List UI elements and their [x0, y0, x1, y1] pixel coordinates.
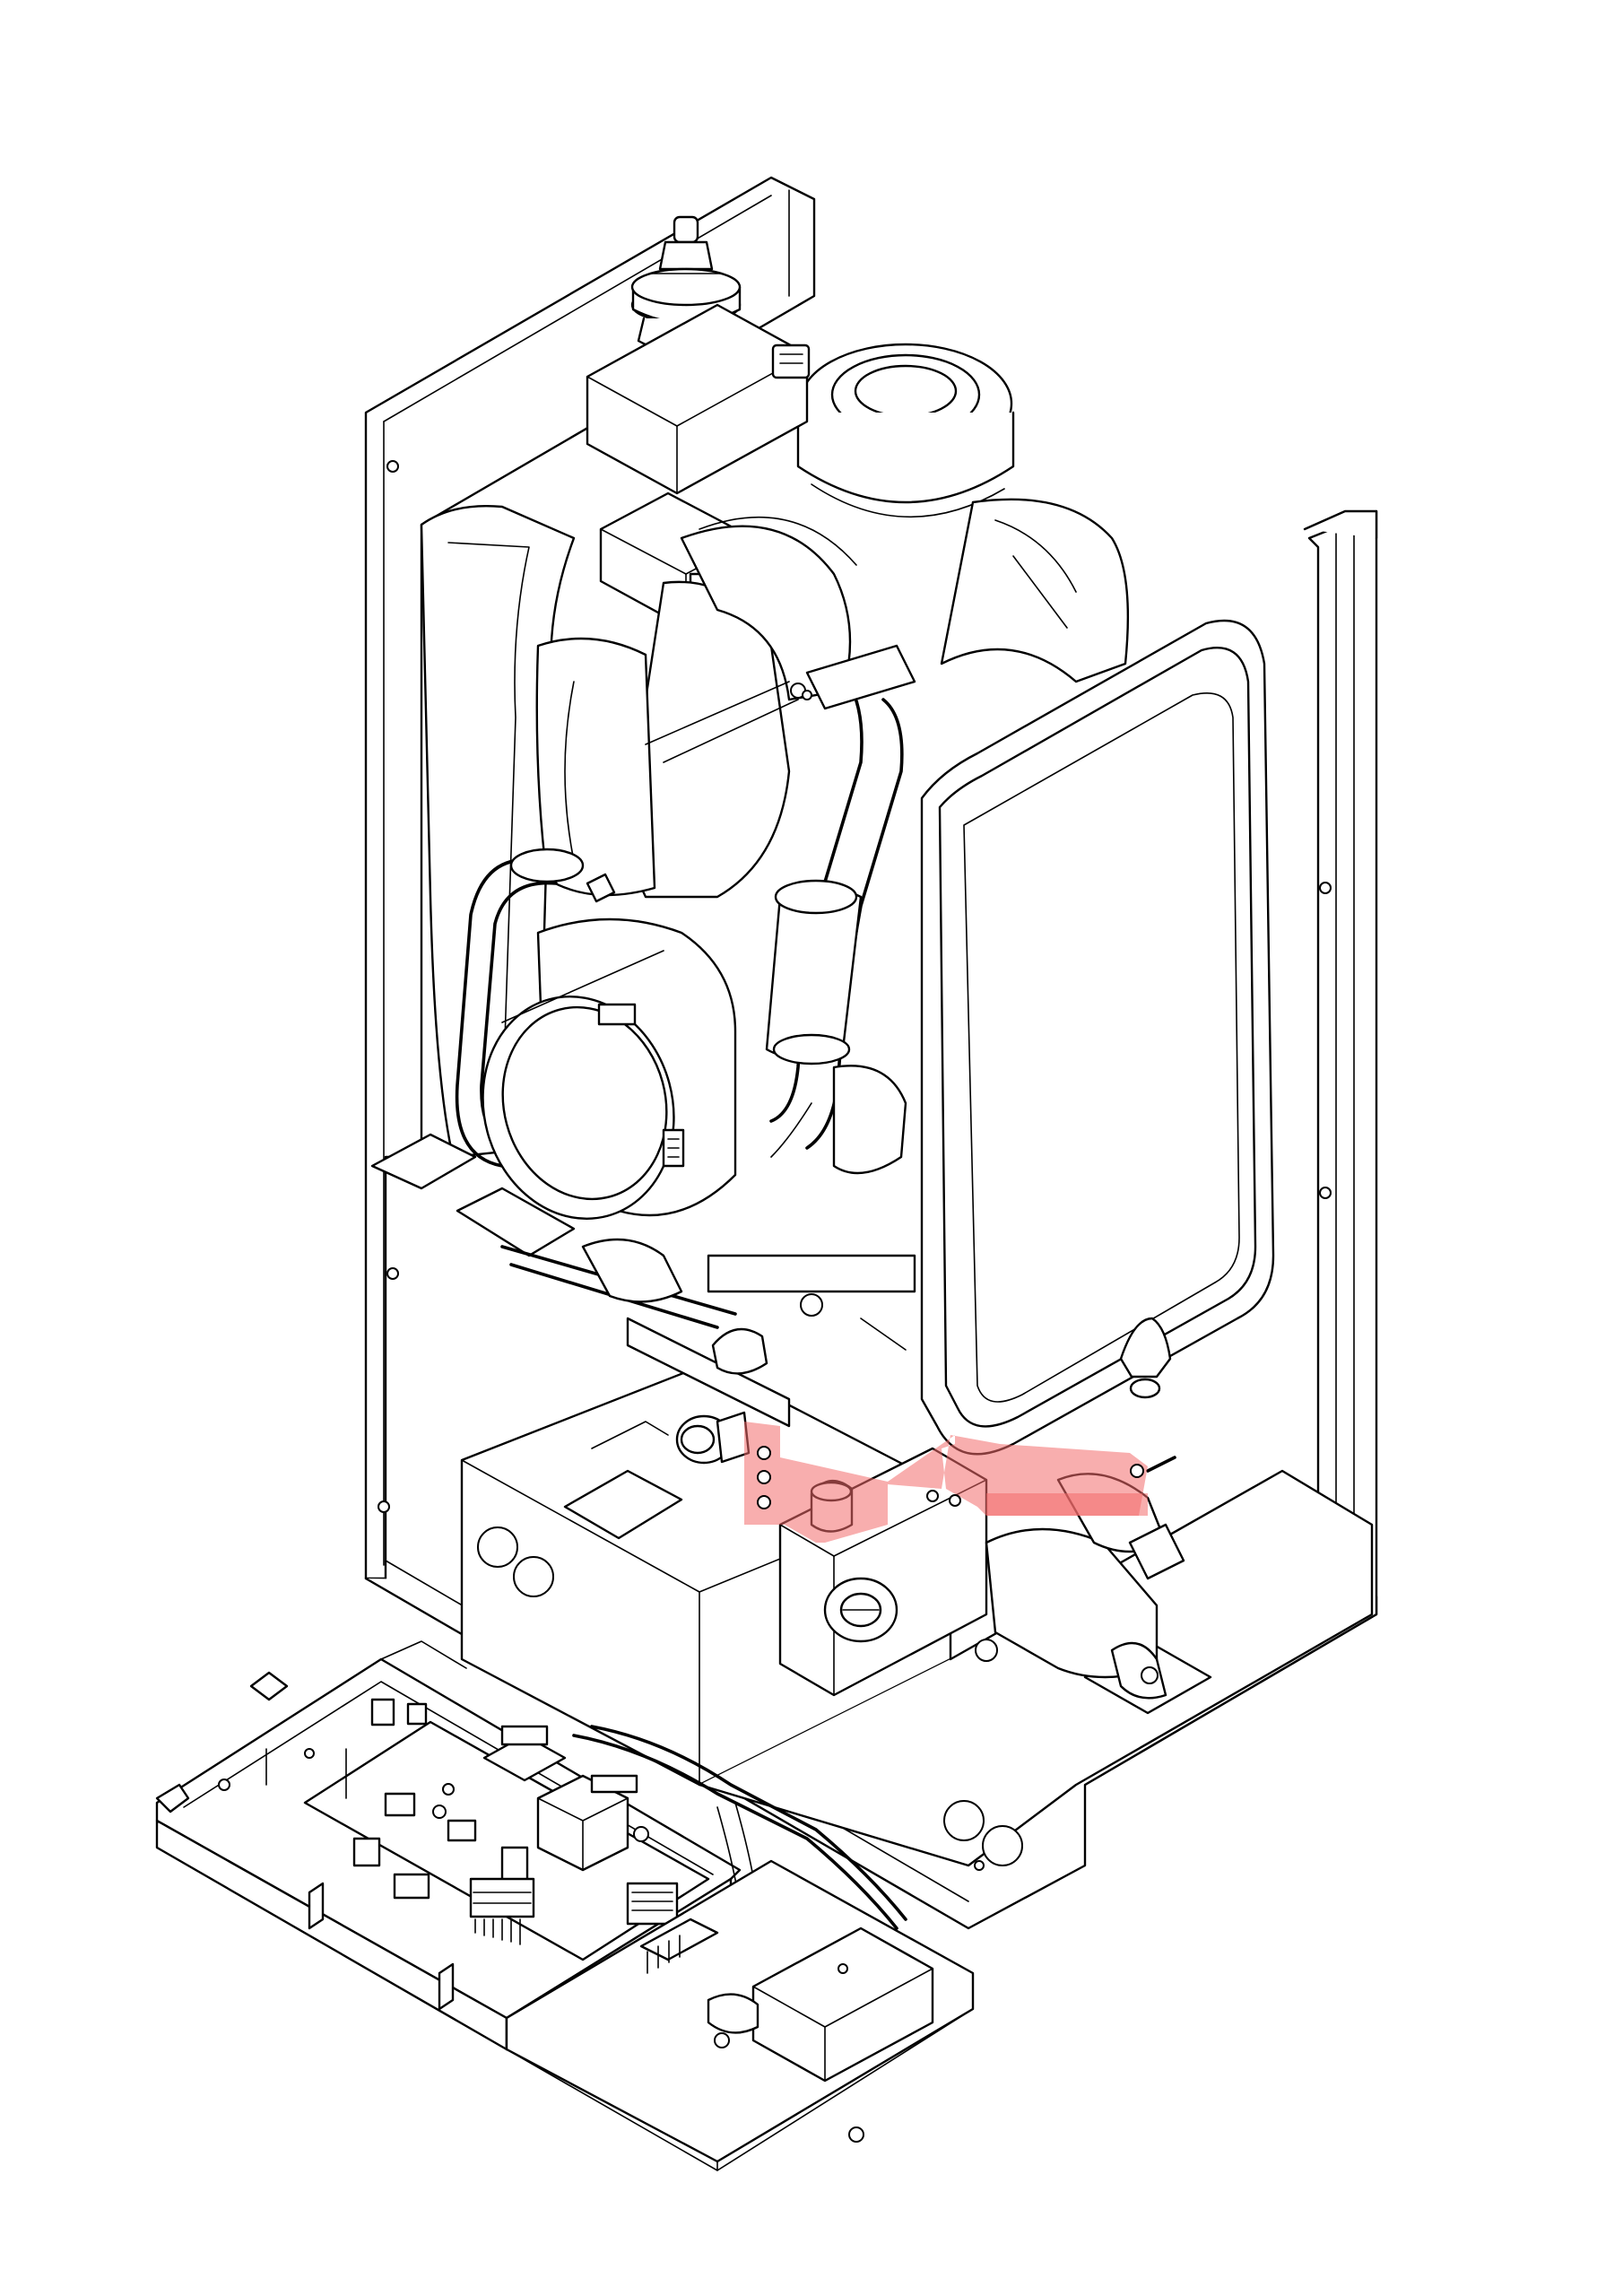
heat-exchanger [420, 505, 857, 1159]
pressure-sensor [675, 1411, 751, 1465]
expansion-vessel [920, 619, 1275, 1456]
gas-valve-block [586, 303, 811, 495]
panel-hinge [249, 1640, 467, 1701]
highlighted-pump-bracket [744, 1422, 1148, 1543]
lower-manifold [370, 1133, 916, 1428]
centre-return-pipe [765, 644, 916, 1175]
control-box-lower [505, 1859, 975, 2171]
fan-assembly [482, 918, 737, 1220]
flue-outlet [796, 343, 1130, 683]
